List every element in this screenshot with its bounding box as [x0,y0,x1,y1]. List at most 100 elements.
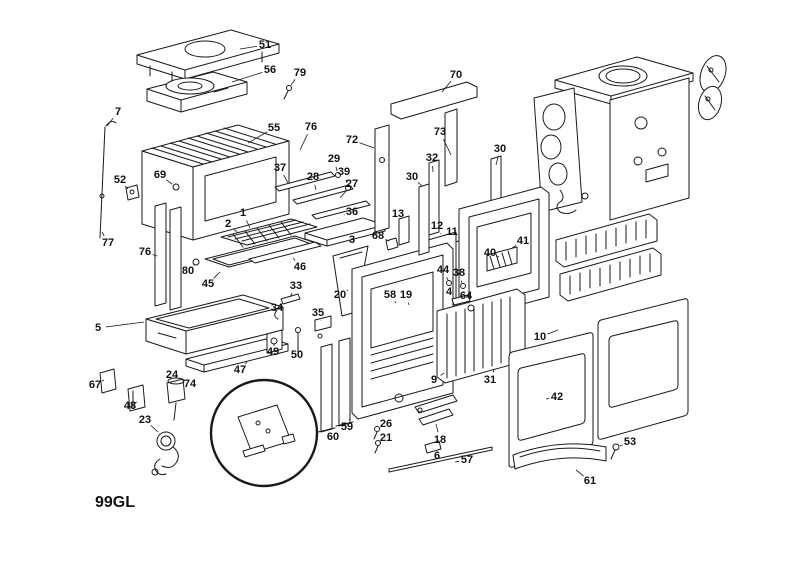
leader-line-29 [335,166,338,172]
leader-line-30 [417,182,423,187]
support-brackets [274,171,371,220]
leader-line-57 [454,460,460,463]
leader-line-46 [292,257,296,261]
part-callout-51: 51 [259,39,271,51]
leader-line-73 [443,139,452,156]
leader-line-56 [231,72,263,83]
part-callout-47: 47 [234,364,246,376]
part-callout-6: 6 [434,450,440,462]
part-callout-77: 77 [102,237,114,249]
detail-inset-circle [209,378,319,488]
screw-79 [283,85,292,100]
leader-line-1 [246,220,251,229]
part-callout-26: 26 [380,418,392,430]
part-callout-19: 19 [400,289,412,301]
leader-line-2 [233,229,239,234]
ash-drawer [145,294,284,355]
side-rails [154,202,200,311]
leader-line-40 [497,255,500,258]
burner-assembly [146,71,248,113]
leader-line-55 [247,131,268,144]
leader-line-27 [339,189,348,199]
part-callout-20: 20 [334,289,346,301]
part-callout-76: 76 [139,246,151,258]
part-callout-23: 23 [139,414,151,426]
part-callout-5: 5 [95,322,101,334]
part-callout-52: 52 [114,174,126,186]
part-callout-48: 48 [124,400,136,412]
part-callout-58: 58 [384,289,396,301]
leader-line-45 [213,271,221,279]
part-callout-32: 32 [426,152,438,164]
screws-21-26 [373,426,381,454]
leader-line-31 [492,369,495,373]
small-links [274,293,332,339]
leader-line-30 [495,156,499,166]
part-callout-42: 42 [551,391,563,403]
leader-line-5 [105,321,145,328]
part-callout-55: 55 [268,122,280,134]
base-trim [512,443,607,470]
damper-rod [99,121,117,239]
part-callout-60: 60 [327,431,339,443]
part-callout-68: 68 [372,230,384,242]
leader-line-61 [575,469,584,477]
part-callout-39: 39 [338,166,350,178]
leader-line-42 [545,398,550,400]
part-callout-31: 31 [484,374,496,386]
grille-panels [555,213,662,302]
grate-assembly [204,218,322,268]
thermostat-assembly [99,368,186,476]
leader-line-67 [101,379,105,382]
leader-line-53 [619,444,623,447]
leader-line-18 [435,423,439,433]
leader-line-20 [346,289,349,292]
part-callout-36: 36 [346,206,358,218]
part-callout-72: 72 [346,134,358,146]
part-callout-50: 50 [291,349,303,361]
leader-line-37 [283,174,289,184]
leader-line-76 [299,134,308,151]
leader-line-69 [166,179,173,185]
rear-panels [374,81,502,256]
screw-53 [610,443,620,460]
part-callout-45: 45 [202,278,214,290]
part-callout-44: 44 [437,264,450,276]
control-linkage [414,394,458,454]
leader-line-10 [547,329,559,335]
part-callout-61: 61 [584,475,596,487]
leader-line-4 [453,297,456,300]
part-callout-76: 76 [305,121,317,133]
leader-line-70 [441,80,452,93]
leader-line-76 [152,254,158,257]
base-tray [185,337,289,373]
leader-line-68 [385,238,390,242]
leg-brackets [317,337,354,433]
part-callout-69: 69 [154,169,166,181]
fasteners-center [446,280,475,312]
leader-line-44 [446,276,449,281]
part-callout-37: 37 [274,162,286,174]
part-callout-11: 11 [446,226,458,238]
part-callout-70: 70 [450,69,462,81]
part-callout-49: 49 [267,346,279,358]
part-callout-57: 57 [461,454,473,466]
leader-line-72 [359,142,375,149]
leader-line-41 [511,244,517,249]
part-callout-18: 18 [434,434,446,446]
leader-line-7 [106,118,114,127]
part-callout-46: 46 [294,261,306,273]
part-callout-80: 80 [182,265,194,277]
part-callout-1: 1 [240,207,246,219]
leader-line-79 [290,79,296,86]
part-callout-21: 21 [380,432,392,444]
part-callout-38: 38 [453,267,465,279]
part-callout-12: 12 [431,220,443,232]
leader-line-33 [289,292,293,298]
part-callout-2: 2 [225,218,231,230]
bracket-52 [125,184,140,201]
leader-line-52 [125,185,129,190]
